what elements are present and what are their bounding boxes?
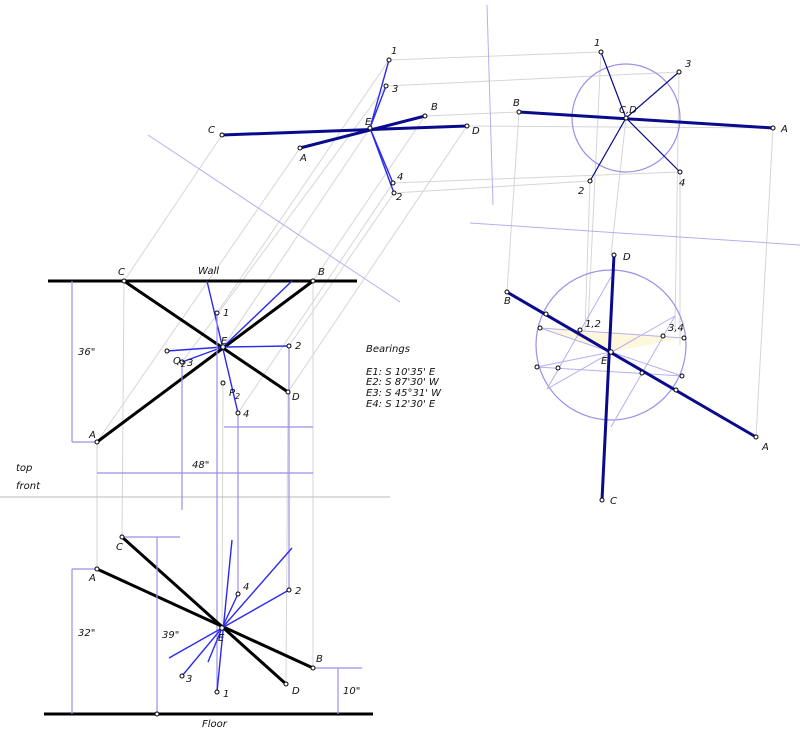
aux1-label-d: D [472, 126, 480, 137]
aux1-label-4: 4 [397, 172, 403, 183]
bearing-e3: E3: S 45°31' W [366, 388, 442, 399]
aux3-label-b: B [504, 296, 511, 307]
member-ab [96, 279, 314, 444]
top-label-e: E [221, 336, 228, 347]
aux1-label-c: C [208, 125, 215, 136]
top-label-a: A [88, 430, 96, 441]
aux1-label-e: E [365, 117, 372, 128]
top-label-c: C [118, 267, 125, 278]
aux3-label-a: A [761, 442, 769, 453]
label-front: front [16, 481, 41, 492]
label-top: top [16, 463, 32, 474]
top-label-2: 2 [295, 341, 301, 352]
front-label-4: 4 [243, 582, 249, 593]
top-label-3: 3 [187, 358, 193, 369]
bearing-e1: E1: S 10'35' E [366, 367, 436, 378]
aux2-label-a: A [780, 124, 788, 135]
front-label-1: 1 [223, 689, 229, 700]
aux1-label-1: 1 [391, 46, 397, 57]
aux3-label-12: 1,2 [585, 319, 601, 330]
projection-lines [96, 51, 774, 685]
top-label-1: 1 [223, 308, 229, 319]
top-label-4: 4 [243, 409, 249, 420]
aux2-label-1: 1 [594, 38, 600, 49]
front-label-e: E [218, 633, 225, 644]
bearings-title: Bearings [366, 344, 410, 355]
member-cd [123, 279, 289, 394]
aux3-points [504, 252, 759, 503]
aux-view-1: C D A B E 1 3 4 2 [208, 46, 480, 203]
aux1-points [219, 57, 470, 196]
aux2-points [516, 49, 776, 184]
floor-label: Floor [202, 719, 228, 730]
front-label-d: D [292, 686, 300, 697]
bearing-e4: E4: S 12'30' E [366, 399, 436, 410]
front-view-points [94, 534, 316, 717]
aux2-label-3: 3 [685, 59, 691, 70]
member-cd-front [120, 535, 288, 686]
aux1-label-2: 2 [396, 192, 402, 203]
fold-lines [0, 4, 800, 498]
dim-39: 39" [162, 630, 179, 641]
bearings-table: Bearings E1: S 10'35' E E2: S 87'30' W E… [366, 344, 442, 410]
front-label-a: A [88, 573, 96, 584]
dim-36: 36" [78, 347, 95, 358]
dim-48: 48" [192, 460, 209, 471]
aux3-label-d: D [623, 252, 631, 263]
front-label-c: C [116, 542, 123, 553]
top-view-points [94, 278, 316, 445]
front-label-2: 2 [295, 586, 301, 597]
aux2-label-cd: C,D [619, 105, 637, 116]
aux2-label-b: B [513, 98, 520, 109]
aux2-label-2: 2 [578, 186, 584, 197]
wall-label: Wall [198, 266, 219, 277]
aux-view-2: B A C,D 1 3 4 2 [513, 38, 788, 197]
aux1-label-a: A [299, 153, 307, 164]
bearing-e2: E2: S 87'30' W [366, 377, 440, 388]
front-label-3: 3 [186, 674, 192, 685]
top-label-d: D [292, 392, 300, 403]
front-view: A C B D E 1 2 3 4 32" 39" 10" Floor [44, 534, 373, 730]
aux-view-3: D C B A E 1,2 3,4 [504, 252, 769, 507]
aux1-label-3: 3 [392, 84, 398, 95]
aux3-label-e: E [601, 356, 608, 367]
top-label-q2: Q2 [173, 356, 186, 369]
aux1-label-b: B [431, 102, 438, 113]
aux3-label-34: 3,4 [668, 323, 684, 334]
front-label-b: B [316, 654, 323, 665]
dim-10: 10" [343, 686, 360, 697]
top-view: Wall C B A D E 1 2 3 4 Q2 P2 36" 48" top… [16, 266, 357, 692]
member-ab-front [96, 567, 314, 670]
aux2-label-4: 4 [679, 178, 685, 189]
aux3-label-c: C [610, 496, 617, 507]
top-label-b: B [318, 267, 325, 278]
highlight-triangle [540, 328, 684, 352]
dim-32: 32" [78, 628, 95, 639]
top-label-p2: P2 [229, 388, 240, 401]
